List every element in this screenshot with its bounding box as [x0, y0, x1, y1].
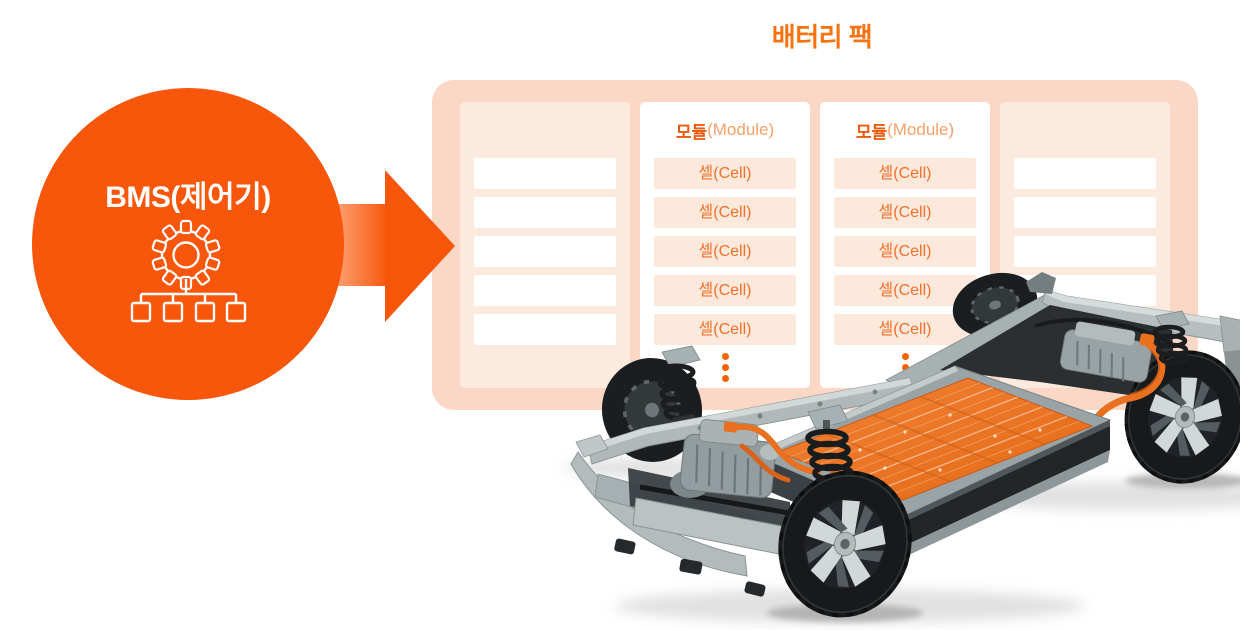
faded-cell-row	[474, 197, 616, 228]
faded-cell-row	[1014, 236, 1156, 267]
rear-mount-bracket	[1026, 272, 1056, 294]
cell-row: 셀(Cell)	[654, 158, 796, 189]
front-orange-cable	[730, 423, 821, 476]
side-sill	[900, 420, 1110, 548]
cell-row: 셀(Cell)	[834, 314, 976, 345]
faded-cell-row	[1014, 158, 1156, 189]
faded-cell-row	[474, 275, 616, 306]
cell-row: 셀(Cell)	[834, 236, 976, 267]
module-header-en: (Module)	[707, 120, 775, 139]
module-column-1: 모듈(Module) 셀(Cell) 셀(Cell) 셀(Cell) 셀(Cel…	[640, 102, 810, 388]
cell-row: 셀(Cell)	[654, 197, 796, 228]
bms-icons	[130, 219, 247, 323]
module-column-2: 모듈(Module) 셀(Cell) 셀(Cell) 셀(Cell) 셀(Cel…	[820, 102, 990, 388]
module-header: 모듈(Module)	[640, 102, 810, 158]
cell-row: 셀(Cell)	[654, 275, 796, 306]
cell-row: 셀(Cell)	[654, 314, 796, 345]
module-header-en: (Module)	[887, 120, 955, 139]
module-header-ko: 모듈	[855, 122, 888, 142]
bms-controller-circle: BMS(제어기)	[32, 88, 344, 400]
ev-chassis-illustration	[565, 261, 1240, 630]
ellipsis-dots	[640, 353, 810, 382]
cell-row: 셀(Cell)	[834, 197, 976, 228]
module-header: 모듈(Module)	[820, 102, 990, 158]
cell-row: 셀(Cell)	[834, 275, 976, 306]
cell-row: 셀(Cell)	[654, 236, 796, 267]
page-title: 배터리 팩	[771, 22, 873, 52]
front-frame	[570, 434, 836, 597]
module-header-ko: 모듈	[675, 122, 708, 142]
gear-icon	[151, 219, 221, 291]
arrow-head	[385, 170, 455, 322]
faded-cell-row	[1014, 197, 1156, 228]
suspension-strut-rear-right	[1152, 310, 1190, 366]
rear-corner-cap	[1219, 315, 1240, 353]
bms-label: BMS(제어기)	[105, 181, 271, 214]
battery-pack-box: 모듈(Module) 셀(Cell) 셀(Cell) 셀(Cell) 셀(Cel…	[432, 80, 1198, 410]
module-column-faded-1	[460, 102, 630, 388]
faded-cell-row	[474, 314, 616, 345]
faded-cell-row	[474, 236, 616, 267]
cell-row: 셀(Cell)	[834, 158, 976, 189]
controller-network-icon	[130, 279, 247, 323]
faded-cell-row	[474, 158, 616, 189]
